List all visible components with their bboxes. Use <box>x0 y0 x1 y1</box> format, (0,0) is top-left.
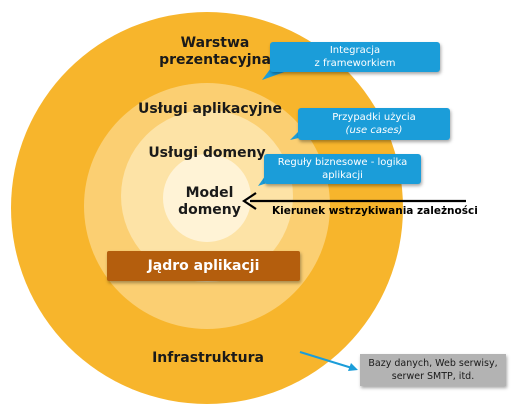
infrastructure-pointer-arrowhead <box>348 363 358 371</box>
presentation-layer-label: Warstwa prezentacyjna <box>159 35 271 68</box>
domain-services-label: Usługi domeny <box>148 145 266 161</box>
application-core-box: Jądro aplikacji <box>107 251 300 281</box>
infrastructure-label: Infrastruktura <box>152 350 264 366</box>
infrastructure-pointer-line <box>299 351 353 369</box>
callout-business-rules: Reguły biznesowe - logika aplikacji <box>264 154 421 184</box>
dependency-arrow-head <box>242 192 257 210</box>
domain-model-label: Model domeny <box>178 185 241 218</box>
callout-use-cases: Przypadki użycia (use cases) <box>298 108 450 140</box>
ring-domain-model <box>163 154 251 242</box>
dependency-direction-label: Kierunek wstrzykiwania zależności <box>272 205 478 217</box>
application-services-label: Usługi aplikacyjne <box>137 101 283 117</box>
callout-infrastructure: Bazy danych, Web serwisy, serwer SMTP, i… <box>360 354 506 386</box>
callout-integration: Integracja z frameworkiem <box>270 42 440 72</box>
